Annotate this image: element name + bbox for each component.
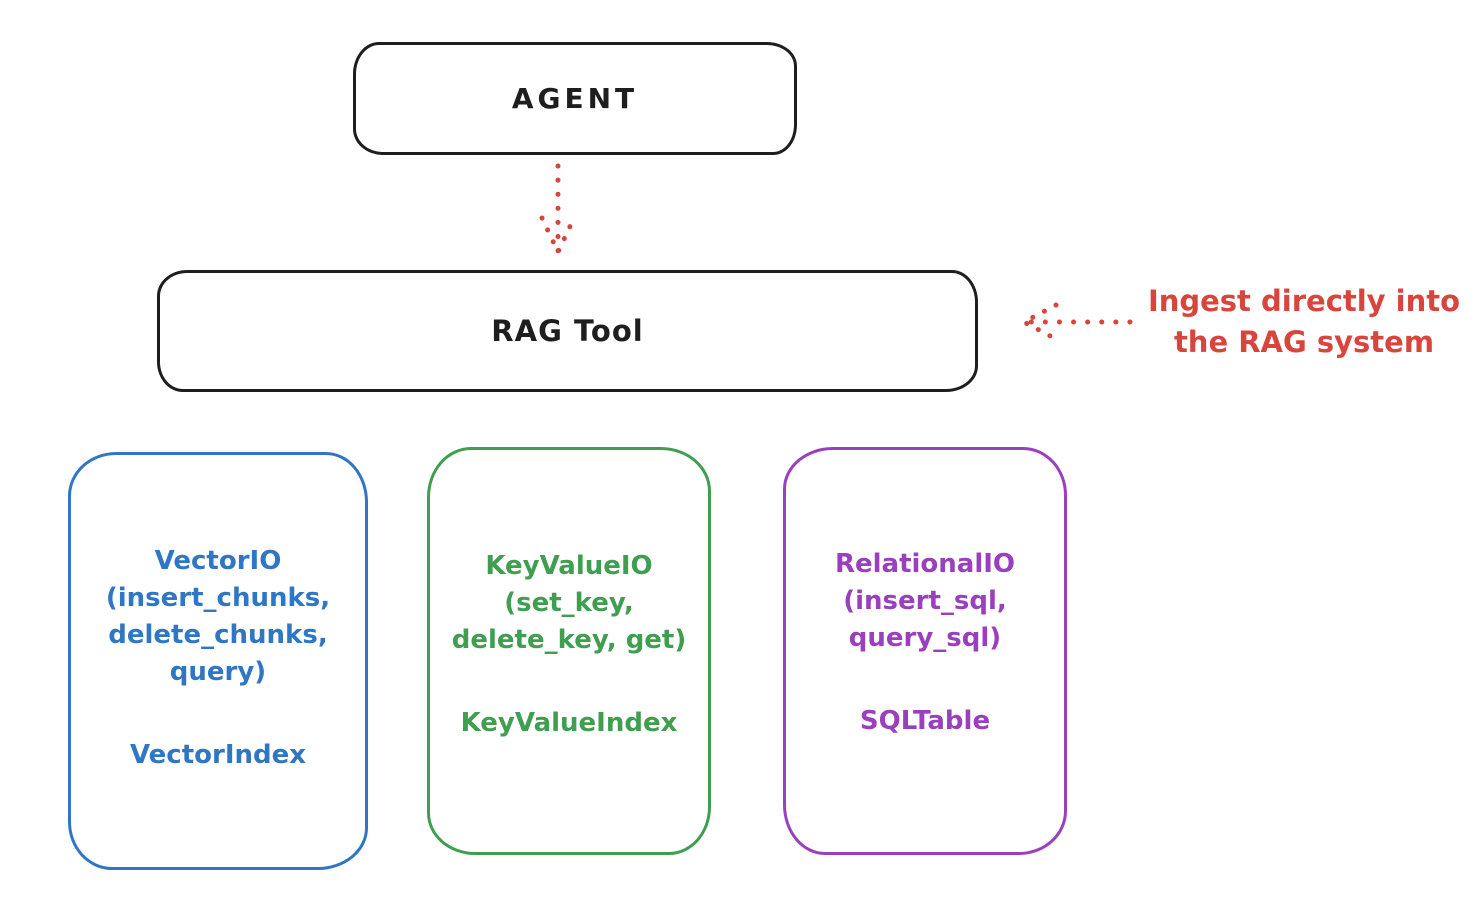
vector-index-label: VectorIndex [129, 740, 307, 770]
agent-label: AGENT [511, 82, 639, 115]
rag-tool-label: RAG Tool [491, 314, 644, 348]
relational-io-line: (insert_sql, [843, 586, 1007, 616]
ingest-annotation-line2: the RAG system [1173, 325, 1435, 359]
key-value-index-label: KeyValueIndex [460, 708, 678, 738]
agent-node: AGENT [353, 42, 797, 155]
relational-io-line: query_sql) [848, 623, 1002, 653]
ingest-arrow-icon [1018, 302, 1133, 342]
relational-io-node: RelationalIO (insert_sql, query_sql) SQL… [783, 447, 1067, 855]
key-value-io-line: KeyValueIO [485, 551, 653, 581]
relational-io-line: RelationalIO [834, 549, 1016, 579]
key-value-io-node: KeyValueIO (set_key, delete_key, get) Ke… [427, 447, 711, 855]
vector-io-line: query) [169, 657, 267, 687]
ingest-annotation-line1: Ingest directly into [1147, 284, 1461, 318]
vector-io-line: delete_chunks, [108, 620, 328, 650]
key-value-io-methods: KeyValueIO (set_key, delete_key, get) [452, 548, 687, 659]
vector-io-line: VectorIO [154, 546, 282, 576]
rag-tool-node: RAG Tool [157, 270, 978, 392]
vector-io-node: VectorIO (insert_chunks, delete_chunks, … [68, 452, 368, 870]
agent-to-rag-arrow-icon [539, 163, 577, 258]
ingest-annotation: Ingest directly into the RAG system [1132, 281, 1476, 363]
relational-io-methods: RelationalIO (insert_sql, query_sql) [835, 546, 1015, 657]
sql-table-label: SQLTable [859, 706, 991, 736]
vector-io-line: (insert_chunks, [105, 583, 331, 613]
key-value-io-line: (set_key, [504, 588, 634, 618]
vector-io-methods: VectorIO (insert_chunks, delete_chunks, … [106, 543, 330, 691]
key-value-io-line: delete_key, get) [451, 625, 687, 655]
